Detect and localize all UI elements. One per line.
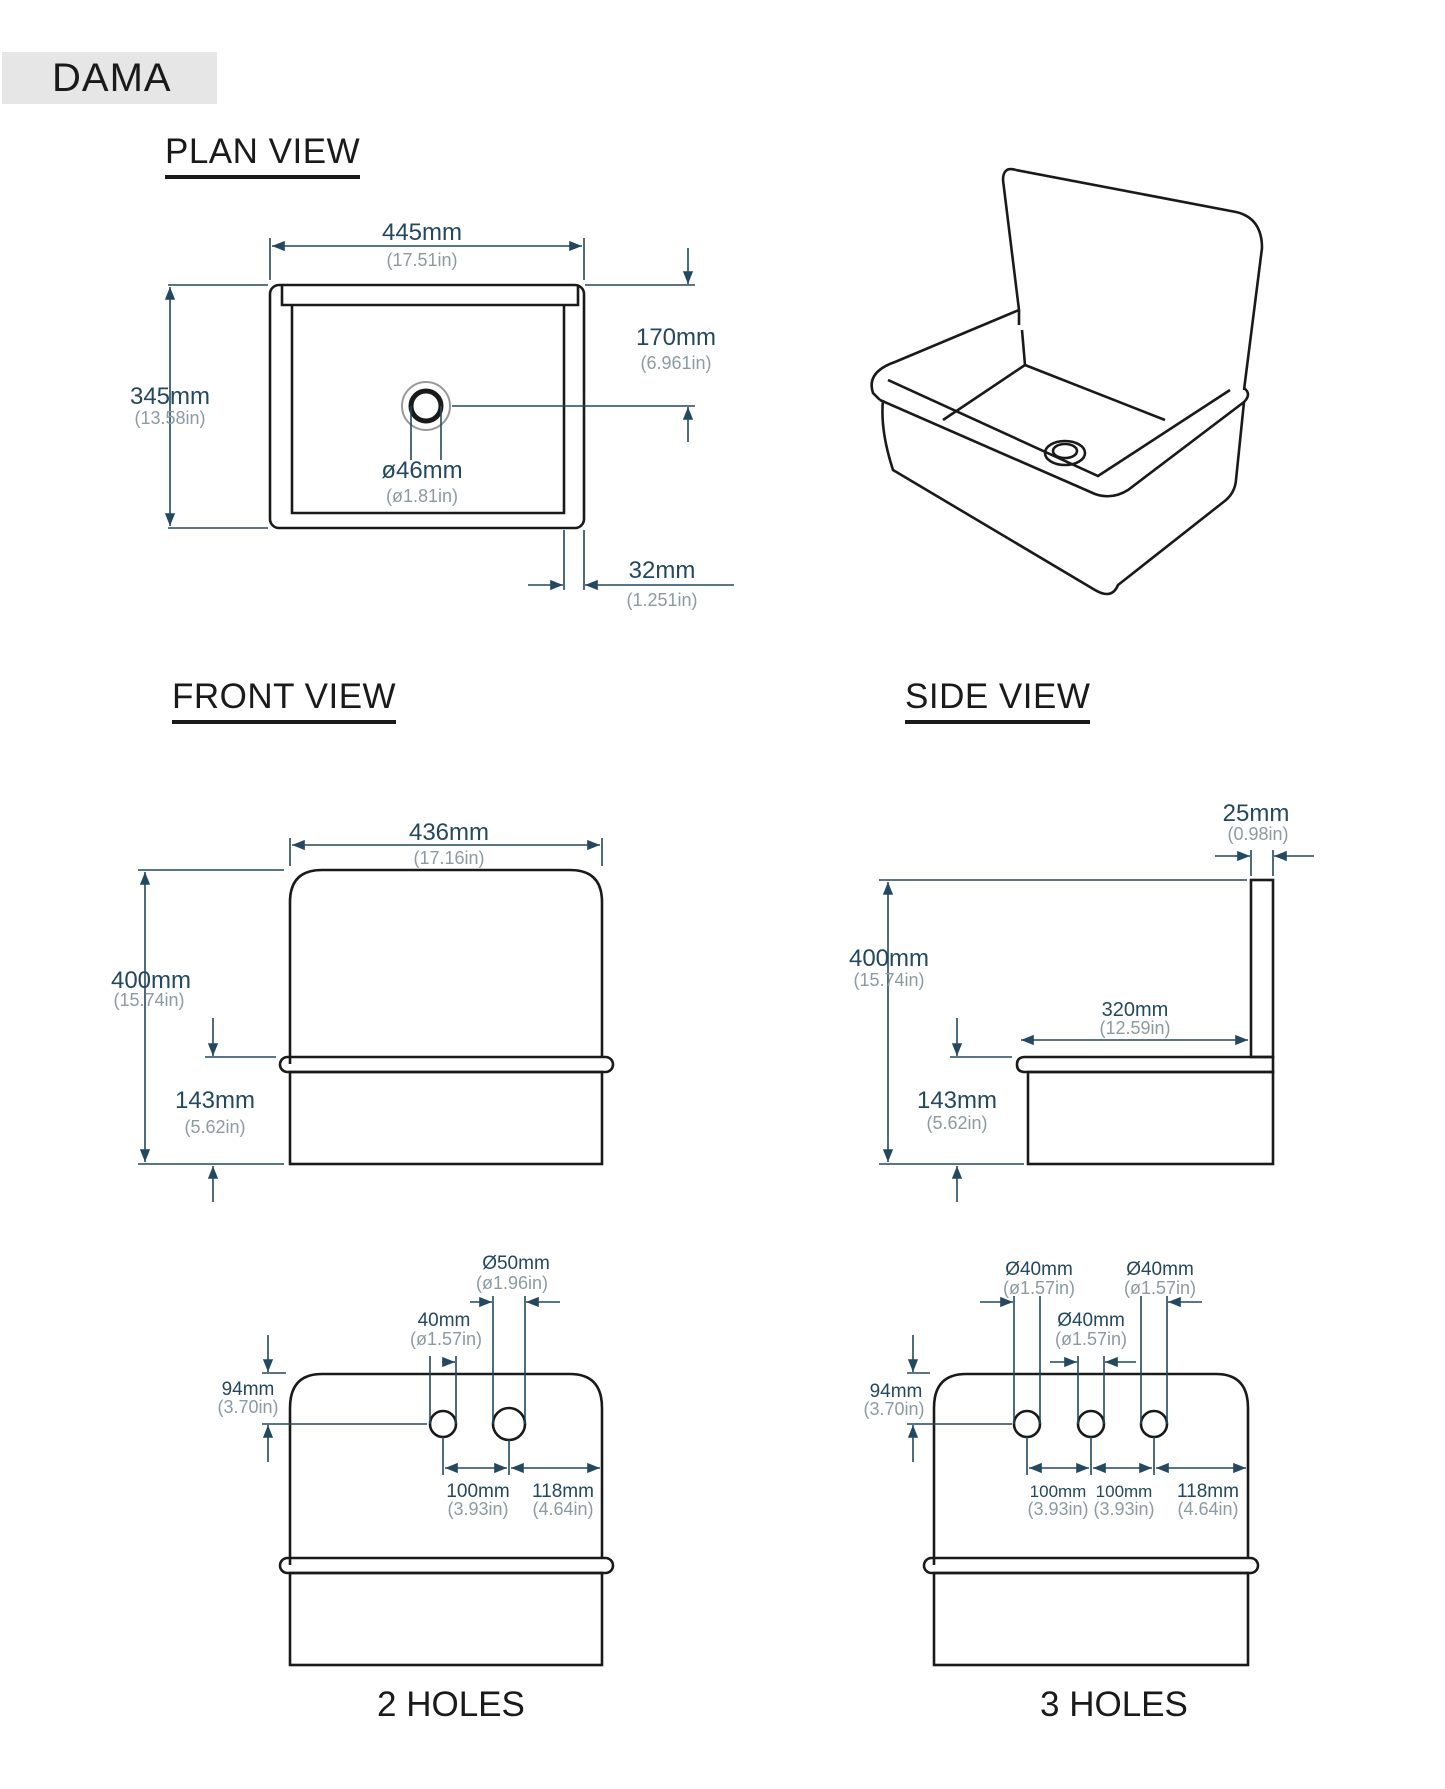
front-bowl-in: (5.62in) <box>184 1117 245 1137</box>
two-holes-view <box>262 1296 615 1667</box>
front-view-title: FRONT VIEW <box>172 677 397 724</box>
three-spacing1-mm: 100mm <box>1030 1482 1087 1501</box>
two-holes-rim <box>278 1556 615 1575</box>
right-tap-hole <box>1139 1409 1169 1439</box>
three-spacing2-mm: 100mm <box>1096 1482 1153 1501</box>
isometric-sink-illustration <box>870 167 1264 596</box>
side-thickness-in: (0.98in) <box>1227 824 1288 844</box>
side-bowl <box>1026 1070 1275 1166</box>
three-holes-bowl <box>932 1571 1250 1667</box>
two-spacing-in: (3.93in) <box>447 1499 508 1519</box>
three-left-dia-mm: Ø40mm <box>1005 1259 1073 1280</box>
plan-width-mm: 445mm <box>382 219 462 246</box>
two-holes-bowl <box>288 1571 604 1667</box>
plan-back-ledge <box>280 285 580 307</box>
side-rim <box>1015 1055 1275 1074</box>
front-splashback <box>288 868 604 1064</box>
two-small-dia-mm: 40mm <box>418 1310 471 1331</box>
side-depth-mm: 320mm <box>1102 999 1169 1021</box>
side-bowl-mm: 143mm <box>917 1087 997 1114</box>
product-name: DAMA <box>52 56 172 100</box>
front-height-mm: 400mm <box>111 967 191 994</box>
plan-inner-bowl <box>290 305 566 515</box>
side-height-mm: 400mm <box>849 945 929 972</box>
plan-rim-in: (1.251in) <box>626 590 697 610</box>
front-bowl-mm: 143mm <box>175 1087 255 1114</box>
side-depth-in: (12.59in) <box>1099 1018 1170 1038</box>
three-mid-dia-in: (ø1.57in) <box>1055 1329 1127 1349</box>
three-holes-rim <box>922 1556 1260 1575</box>
side-bowl-in: (5.62in) <box>926 1113 987 1133</box>
plan-depth-in: (13.58in) <box>134 408 205 428</box>
side-height-in: (15.74in) <box>853 970 924 990</box>
two-big-dia-in: (ø1.96in) <box>476 1273 548 1293</box>
two-edge-in: (4.64in) <box>532 1499 593 1519</box>
three-right-dia-in: (ø1.57in) <box>1124 1278 1196 1298</box>
three-holes-view <box>907 1296 1260 1667</box>
three-edge-mm: 118mm <box>1177 1481 1239 1502</box>
large-tap-hole <box>491 1406 527 1442</box>
three-mid-dia-mm: Ø40mm <box>1057 1310 1125 1331</box>
two-holes-splashback <box>288 1372 604 1565</box>
front-bowl <box>288 1070 604 1166</box>
title-tab: DAMA <box>2 52 217 104</box>
side-view-title: SIDE VIEW <box>905 677 1091 724</box>
plan-view-title: PLAN VIEW <box>165 132 361 179</box>
middle-tap-hole <box>1076 1409 1106 1439</box>
plan-view <box>164 238 734 591</box>
side-thickness-mm: 25mm <box>1223 800 1290 827</box>
drain-flange <box>401 381 451 431</box>
three-top-in: (3.70in) <box>863 1399 924 1419</box>
plan-depth-mm: 345mm <box>130 383 210 410</box>
two-big-dia-mm: Ø50mm <box>482 1253 550 1274</box>
three-edge-in: (4.64in) <box>1177 1499 1238 1519</box>
two-small-dia-in: (ø1.57in) <box>410 1329 482 1349</box>
three-right-dia-mm: Ø40mm <box>1126 1259 1194 1280</box>
two-top-in: (3.70in) <box>217 1397 278 1417</box>
three-spacing1-in: (3.93in) <box>1027 1499 1088 1519</box>
plan-drain-offset-mm: 170mm <box>636 324 716 351</box>
side-view <box>879 850 1314 1202</box>
three-holes-splashback <box>932 1372 1250 1565</box>
three-top-mm: 94mm <box>870 1381 923 1402</box>
two-spacing-mm: 100mm <box>446 1481 509 1502</box>
side-splashback <box>1249 878 1275 1059</box>
left-tap-hole <box>1012 1409 1042 1439</box>
front-width-in: (17.16in) <box>413 848 484 868</box>
three-holes-title: 3 HOLES <box>1040 1685 1188 1724</box>
front-width-mm: 436mm <box>409 819 489 846</box>
plan-drain-offset-in: (6.961in) <box>640 353 711 373</box>
drain-icon <box>408 388 444 424</box>
three-spacing2-in: (3.93in) <box>1093 1499 1154 1519</box>
two-edge-mm: 118mm <box>532 1481 594 1502</box>
plan-drain-dia-in: (ø1.81in) <box>386 486 458 506</box>
front-rim <box>278 1055 615 1074</box>
two-holes-title: 2 HOLES <box>377 1685 525 1724</box>
plan-rim-mm: 32mm <box>629 557 696 584</box>
two-top-mm: 94mm <box>222 1379 275 1400</box>
front-height-in: (15.74in) <box>113 990 184 1010</box>
small-tap-hole <box>428 1409 458 1439</box>
three-left-dia-in: (ø1.57in) <box>1003 1278 1075 1298</box>
plan-width-in: (17.51in) <box>386 250 457 270</box>
plan-drain-dia-mm: ø46mm <box>381 457 462 484</box>
front-view <box>138 838 615 1202</box>
